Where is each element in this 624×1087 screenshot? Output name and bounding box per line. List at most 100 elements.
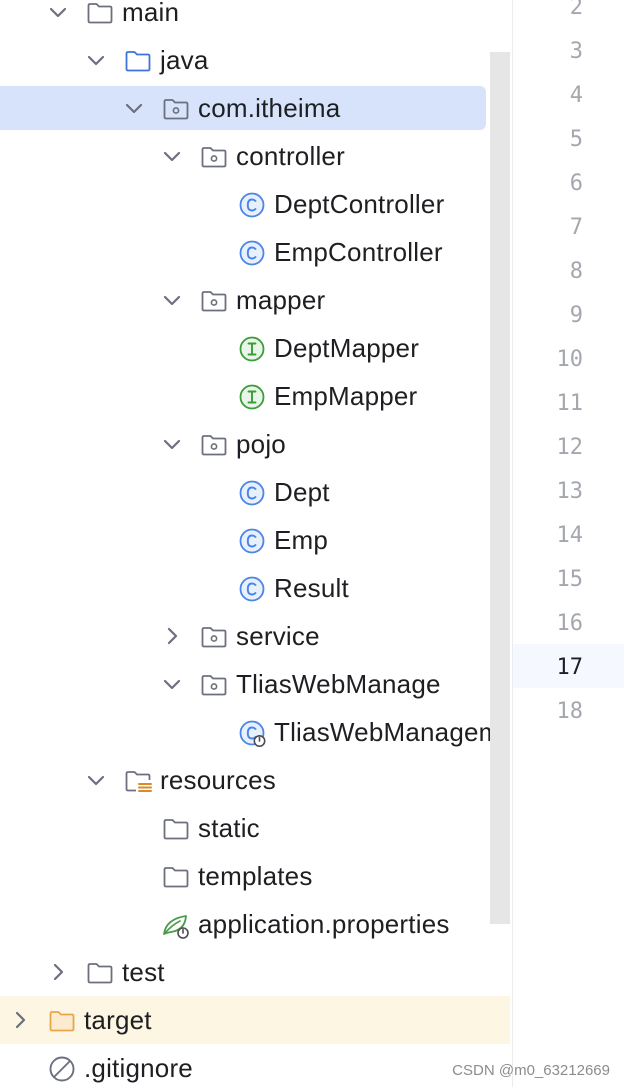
line-number: 12 xyxy=(556,435,584,460)
tree-row-label: target xyxy=(84,1005,152,1035)
tree-row-main[interactable]: main xyxy=(0,0,510,36)
tree-row-label: TliasWebManagem xyxy=(274,717,501,747)
current-line-highlight xyxy=(513,644,624,688)
package-icon xyxy=(201,675,227,696)
tree-row-gitignore[interactable]: .gitignore xyxy=(0,1044,510,1087)
class-icon xyxy=(239,240,265,266)
chevron-right-icon[interactable] xyxy=(46,960,70,984)
tree-row-label: .gitignore xyxy=(84,1053,193,1083)
tree-row-static[interactable]: static xyxy=(0,804,510,852)
package-icon xyxy=(201,627,227,648)
tree-row-empmapper[interactable]: EmpMapper xyxy=(0,372,510,420)
tree-row-label: DeptMapper xyxy=(274,333,420,363)
tree-row-tliaswebmanage[interactable]: TliasWebManage xyxy=(0,660,510,708)
tree-row-mapper[interactable]: mapper xyxy=(0,276,510,324)
project-tree[interactable]: main java com.itheima controller DeptCon… xyxy=(0,0,510,1087)
tree-row-empcontroller[interactable]: EmpController xyxy=(0,228,510,276)
tree-row-result[interactable]: Result xyxy=(0,564,510,612)
chevron-down-icon[interactable] xyxy=(160,432,184,456)
line-number: 18 xyxy=(556,699,584,724)
chevron-down-icon[interactable] xyxy=(46,0,70,24)
class-icon xyxy=(239,192,265,218)
tree-row-application-properties[interactable]: application.properties xyxy=(0,900,510,948)
class-icon xyxy=(239,528,265,554)
line-number-current: 17 xyxy=(556,655,584,680)
interface-icon xyxy=(239,384,265,410)
tree-row-label: test xyxy=(122,957,165,987)
class-icon xyxy=(239,576,265,602)
interface-icon xyxy=(239,336,265,362)
line-number: 13 xyxy=(556,479,584,504)
tree-row-java[interactable]: java xyxy=(0,36,510,84)
line-number: 5 xyxy=(569,127,583,152)
line-number: 8 xyxy=(569,259,583,284)
line-number: 15 xyxy=(556,567,584,592)
tree-row-label: service xyxy=(236,621,320,651)
source-folder-icon xyxy=(125,51,151,72)
tree-row-templates[interactable]: templates xyxy=(0,852,510,900)
tree-row-label: application.properties xyxy=(198,909,450,939)
tree-row-label: Emp xyxy=(274,525,329,555)
tree-row-label: main xyxy=(122,0,180,27)
line-number: 14 xyxy=(556,523,584,548)
tree-row-label: DeptController xyxy=(274,189,445,219)
tree-row-target[interactable]: target xyxy=(0,996,510,1044)
package-icon xyxy=(201,147,227,168)
line-number: 9 xyxy=(569,303,583,328)
tree-row-deptmapper[interactable]: DeptMapper xyxy=(0,324,510,372)
class-icon xyxy=(239,480,265,506)
chevron-down-icon[interactable] xyxy=(84,768,108,792)
spring-leaf-icon xyxy=(163,915,189,939)
tree-row-tliaswebmanagem[interactable]: TliasWebManagem xyxy=(0,708,510,756)
tree-row-pojo[interactable]: pojo xyxy=(0,420,510,468)
watermark: CSDN @m0_63212669 xyxy=(452,1062,610,1079)
chevron-down-icon[interactable] xyxy=(160,672,184,696)
excluded-folder-icon xyxy=(49,1011,75,1032)
package-icon xyxy=(163,99,189,120)
line-number: 11 xyxy=(556,391,584,416)
line-number: 6 xyxy=(569,171,583,196)
chevron-right-icon[interactable] xyxy=(8,1008,32,1032)
tree-row-controller[interactable]: controller xyxy=(0,132,510,180)
folder-icon xyxy=(163,819,189,840)
tree-row-label: EmpController xyxy=(274,237,443,267)
tree-row-label: controller xyxy=(236,141,345,171)
ignore-file-icon xyxy=(49,1056,75,1082)
folder-icon xyxy=(87,3,113,24)
tree-row-label: static xyxy=(198,813,260,843)
line-number: 4 xyxy=(569,83,583,108)
chevron-down-icon[interactable] xyxy=(84,48,108,72)
tree-row-label: resources xyxy=(160,765,276,795)
tree-row-emp[interactable]: Emp xyxy=(0,516,510,564)
spring-boot-class-icon xyxy=(239,720,266,747)
line-number: 10 xyxy=(556,347,584,372)
tree-row-label: templates xyxy=(198,861,313,891)
tree-row-resources[interactable]: resources xyxy=(0,756,510,804)
resources-folder-icon xyxy=(125,771,152,792)
chevron-down-icon[interactable] xyxy=(160,288,184,312)
tree-row-label: TliasWebManage xyxy=(236,669,441,699)
tree-row-label: EmpMapper xyxy=(274,381,418,411)
tree-row-label: java xyxy=(160,45,209,75)
package-icon xyxy=(201,435,227,456)
tree-row-deptcontroller[interactable]: DeptController xyxy=(0,180,510,228)
selection-highlight xyxy=(0,86,486,130)
chevron-down-icon[interactable] xyxy=(122,96,146,120)
folder-icon xyxy=(163,867,189,888)
line-number: 7 xyxy=(569,215,583,240)
tree-row-label: Dept xyxy=(274,477,330,507)
line-number: 3 xyxy=(569,39,583,64)
tree-row-label: Result xyxy=(274,573,349,603)
tree-row-dept[interactable]: Dept xyxy=(0,468,510,516)
tree-row-test[interactable]: test xyxy=(0,948,510,996)
folder-icon xyxy=(87,963,113,984)
tree-row-service[interactable]: service xyxy=(0,612,510,660)
chevron-right-icon[interactable] xyxy=(160,624,184,648)
line-number: 16 xyxy=(556,611,584,636)
package-icon xyxy=(201,291,227,312)
vertical-scrollbar[interactable] xyxy=(490,52,510,924)
chevron-down-icon[interactable] xyxy=(160,144,184,168)
tree-row-label: pojo xyxy=(236,429,286,459)
line-number: 2 xyxy=(569,0,583,20)
tree-row-com-itheima[interactable]: com.itheima xyxy=(0,84,510,132)
